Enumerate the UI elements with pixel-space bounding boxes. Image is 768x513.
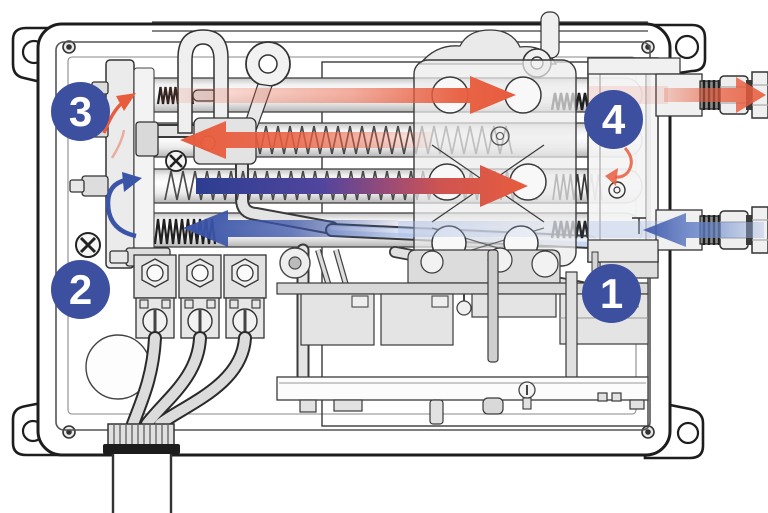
support-bar	[565, 271, 578, 381]
actuator-rod	[487, 249, 499, 363]
cold-curve-arrowhead-icon	[122, 172, 142, 192]
rail-feet	[299, 392, 645, 425]
hot-curve-arrow-icon	[102, 101, 124, 134]
control-board	[471, 293, 557, 318]
mount-hole	[674, 34, 700, 60]
hot-outlet-arrow	[664, 77, 766, 113]
step-badge-3-label: 3	[68, 87, 93, 135]
wire	[155, 333, 250, 429]
mounting-bar	[276, 282, 649, 295]
cold-flow-arrow-tube4	[183, 210, 398, 247]
phillips-screw	[165, 150, 187, 172]
terminal-block	[178, 254, 222, 339]
cold-glow	[398, 221, 588, 237]
relay-bracket	[407, 249, 561, 284]
step-badge-1-label: 1	[599, 269, 624, 317]
center-ring	[490, 126, 510, 146]
terminal-blocks	[133, 254, 267, 339]
hot-flow-arrow-tube2	[180, 121, 432, 159]
step-badge-4-label: 4	[601, 95, 626, 143]
wire	[142, 333, 205, 429]
terminal-block	[133, 254, 177, 339]
hot-flow-arrow-tube1	[160, 76, 516, 114]
cold-curve-arrow-icon	[105, 177, 137, 239]
step-badge-3: 3	[51, 82, 110, 141]
hot-curve-arrowhead-icon	[116, 93, 136, 111]
hot-curve-arrow-icon	[614, 146, 633, 179]
corner-screws	[62, 40, 655, 439]
wire	[128, 333, 160, 429]
step-badge-4: 4	[584, 90, 643, 149]
power-wires	[126, 331, 252, 431]
base-rail	[276, 376, 649, 401]
hot-curve-arrowhead-icon	[605, 168, 618, 186]
conduit-collar	[103, 444, 180, 454]
heat-exchanger-manifold	[413, 11, 577, 278]
block-screw	[608, 181, 626, 199]
curve-indicators	[102, 93, 633, 239]
end-plate	[105, 59, 135, 269]
mix-flow-arrow-tube3	[196, 165, 528, 207]
top-rail	[152, 21, 648, 32]
step-badge-1: 1	[582, 264, 641, 323]
step-badge-2: 2	[51, 260, 110, 319]
step-badge-2-label: 2	[68, 265, 93, 313]
cold-inlet-arrow	[643, 213, 764, 247]
phillips-screw	[75, 232, 101, 258]
terminal-block	[223, 254, 267, 339]
conduit-fitting	[103, 423, 180, 513]
mount-hole	[676, 421, 700, 445]
